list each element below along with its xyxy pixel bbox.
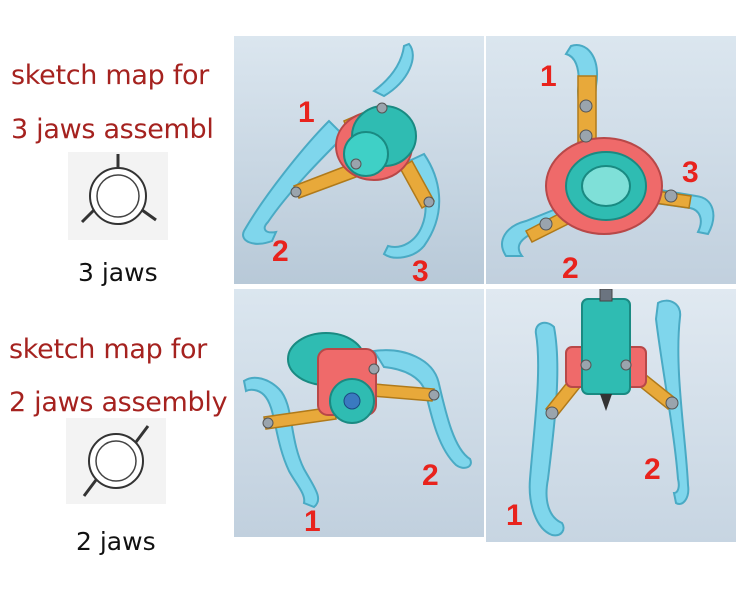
two-jaws-label: 2 jaws <box>76 527 156 556</box>
bolt <box>545 406 559 420</box>
panel-2jaws-side-view: 1 2 <box>234 289 484 537</box>
bolt <box>290 186 302 198</box>
screw-tip <box>600 394 612 411</box>
label-number-1: 1 <box>506 499 523 532</box>
bolt <box>580 359 592 371</box>
label-number-3: 3 <box>412 255 429 284</box>
bolt <box>423 196 435 208</box>
three-jaws-icon <box>68 152 168 240</box>
label-number-2: 2 <box>272 235 289 268</box>
bolt <box>350 158 362 170</box>
bolt <box>262 417 274 429</box>
bolt <box>579 99 593 113</box>
label-number-1: 1 <box>298 96 315 129</box>
bolt <box>428 389 440 401</box>
screw-face <box>343 131 389 177</box>
bolt <box>539 217 553 231</box>
label-number-2: 2 <box>562 252 579 284</box>
panel-3jaws-side-view: 1 2 3 <box>234 36 484 284</box>
bolt <box>368 363 380 375</box>
bolt <box>376 102 388 114</box>
label-number-1: 1 <box>540 60 557 93</box>
screw-head <box>599 289 613 302</box>
panel-2jaws-front-view: 1 2 <box>486 289 736 542</box>
bolt <box>665 396 679 410</box>
caption-2jaws-line1: sketch map for <box>9 334 207 365</box>
label-number-2: 2 <box>644 453 661 486</box>
bolt <box>664 189 678 203</box>
label-number-3: 3 <box>682 156 699 189</box>
jaw-2 <box>242 119 346 245</box>
label-number-1: 1 <box>304 505 321 537</box>
three-jaws-label: 3 jaws <box>78 258 158 287</box>
screw-bore <box>581 165 631 207</box>
screw-tip <box>343 392 361 410</box>
panel-3jaws-front-view: 1 2 3 <box>486 36 736 284</box>
jaw-1 <box>528 321 565 537</box>
two-jaws-icon <box>66 418 166 504</box>
bolt <box>579 129 593 143</box>
jaw-1 <box>242 376 320 509</box>
caption-3jaws-line2: 3 jaws assembl <box>11 114 214 145</box>
label-number-2: 2 <box>422 459 439 492</box>
jaw-1 <box>372 42 414 98</box>
caption-3jaws-line1: sketch map for <box>11 60 209 91</box>
bolt <box>620 359 632 371</box>
caption-2jaws-line2: 2 jaws assembly <box>9 387 228 418</box>
screw-body <box>581 298 631 395</box>
